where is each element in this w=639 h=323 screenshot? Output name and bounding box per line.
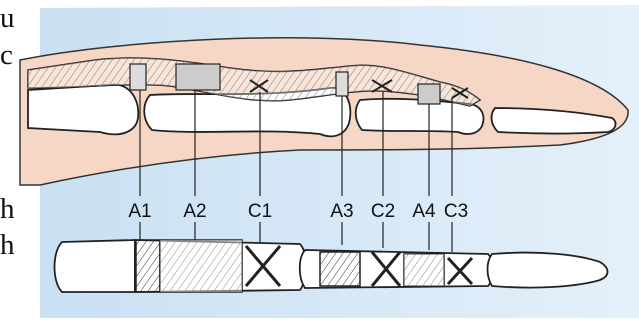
pulley-band-a4 [418,84,440,104]
label-a4: A4 [412,201,436,222]
metacarpal-bone [28,85,138,135]
label-c2: C2 [371,201,395,222]
label-c1: C1 [248,201,272,222]
label-a3: A3 [330,201,353,222]
palmar-sheath-a3 [320,252,360,286]
pulley-band-a2 [176,64,220,90]
label-a2: A2 [183,201,206,222]
pulley-band-a3 [336,72,348,96]
palmar-sheath-a1 [136,240,160,292]
label-c3: C3 [444,201,468,222]
label-a1: A1 [128,201,151,222]
pulley-band-a1 [130,64,146,90]
palmar-metacarpal-head [55,240,136,292]
